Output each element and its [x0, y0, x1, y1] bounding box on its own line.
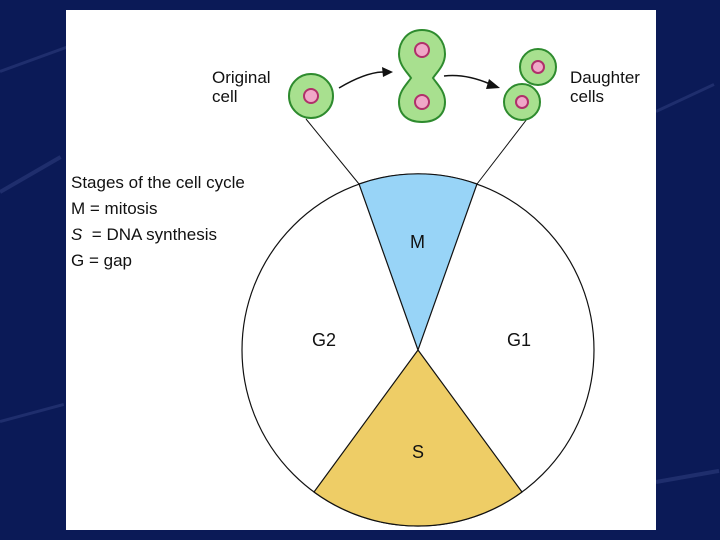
- diagram-panel: Original cell Daughter cells Stages of t…: [66, 10, 656, 530]
- background-stripe: [655, 83, 715, 113]
- legend-item-m: M = mitosis: [71, 196, 245, 222]
- phase-label-g2: G2: [312, 330, 337, 350]
- m-phase-sector: [358, 173, 478, 352]
- legend-text: = mitosis: [85, 199, 158, 218]
- background-stripe: [0, 155, 62, 194]
- legend-symbol: M: [71, 199, 86, 218]
- daughter-cells-label: Daughter cells: [570, 68, 640, 106]
- s-phase-sector: [313, 348, 523, 527]
- cell-cycle-diagram: [241, 28, 595, 527]
- phase-label-s: S: [412, 442, 425, 462]
- legend-symbol: G: [71, 251, 85, 270]
- phase-label-m: M: [410, 232, 425, 252]
- legend-item-s: S = DNA synthesis: [71, 222, 245, 248]
- phase-label-g1: G1: [507, 330, 532, 350]
- legend-symbol: S: [71, 225, 83, 244]
- legend: Stages of the cell cycle M = mitosis S =…: [71, 170, 245, 274]
- legend-item-g: G = gap: [71, 248, 245, 274]
- background-stripe: [655, 468, 720, 484]
- original-cell-icon: [288, 73, 334, 119]
- original-cell-label: Original cell: [212, 68, 271, 106]
- daughter-cells-icon: [503, 48, 557, 121]
- arrow-right-icon: [443, 74, 500, 89]
- arrow-right-icon: [338, 67, 393, 89]
- background-stripe: [0, 402, 65, 423]
- connector-line-left: [305, 118, 360, 185]
- legend-title: Stages of the cell cycle: [71, 173, 245, 192]
- dividing-cell-icon: [397, 28, 447, 124]
- background-stripe: [0, 42, 76, 73]
- legend-text: = DNA synthesis: [82, 225, 217, 244]
- legend-text: = gap: [84, 251, 132, 270]
- connector-line-right: [476, 118, 528, 185]
